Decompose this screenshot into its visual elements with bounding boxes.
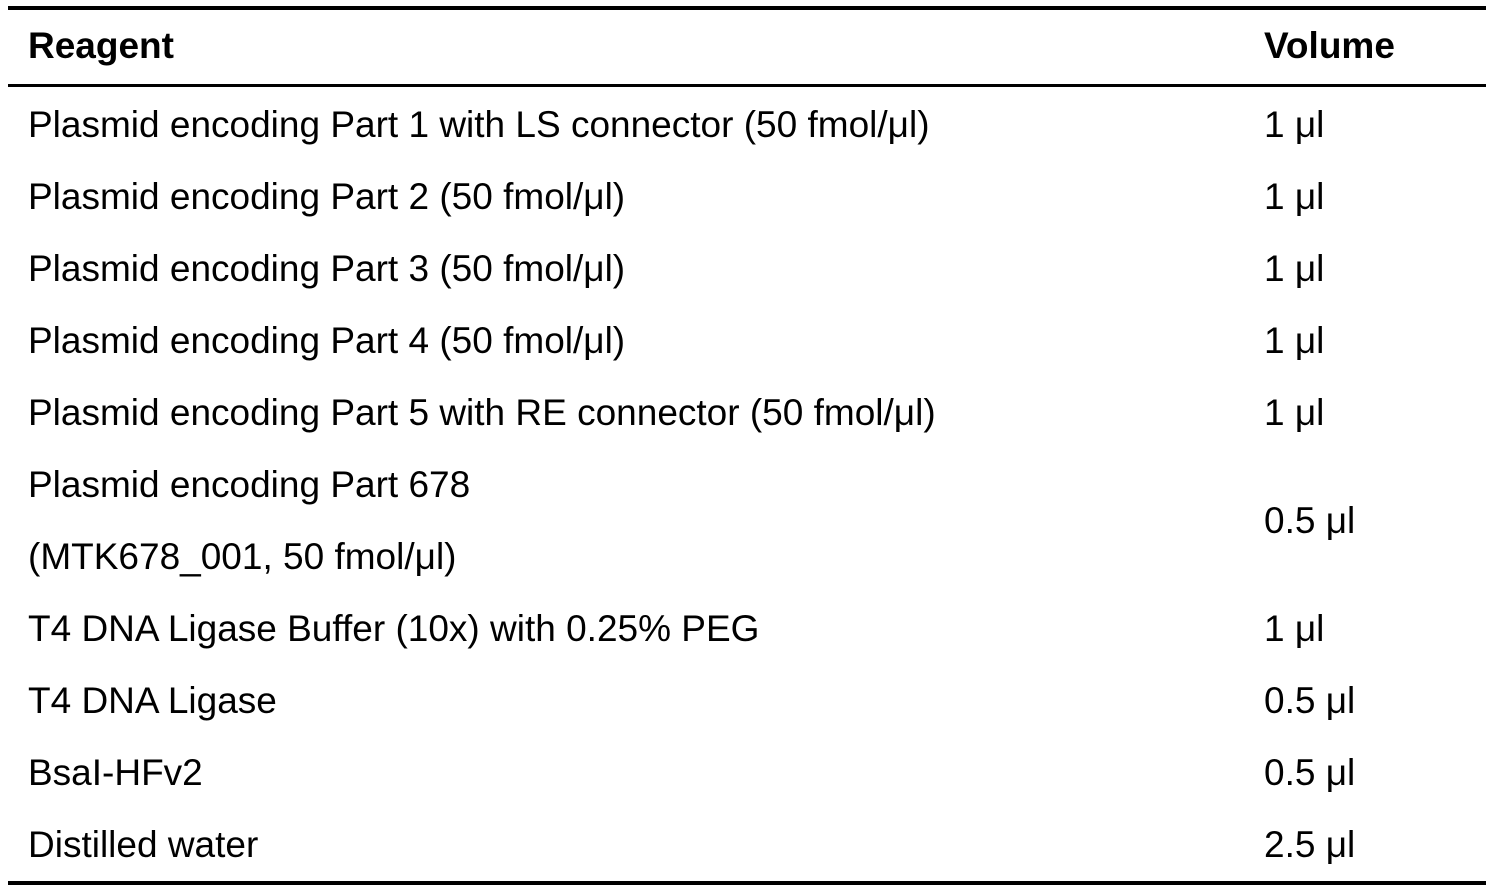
reagent-cell: Plasmid encoding Part 2 (50 fmol/μl) [28, 176, 626, 217]
volume-cell: 0.5 μl [1264, 752, 1356, 793]
volume-cell: 1 μl [1264, 248, 1325, 289]
volume-cell: 1 μl [1264, 320, 1325, 361]
reagent-table: Reagent Volume Plasmid encoding Part 1 w… [8, 6, 1486, 885]
reagent-cell: Plasmid encoding Part 1 with LS connecto… [28, 104, 930, 145]
volume-cell: 0.5 μl [1264, 500, 1356, 541]
reagent-cell: Distilled water [28, 824, 259, 865]
volume-cell: 1 μl [1264, 176, 1325, 217]
table-header-row: Reagent Volume [8, 8, 1486, 86]
reagent-cell: Plasmid encoding Part 678 (MTK678_001, 5… [8, 449, 1244, 593]
column-header-reagent: Reagent [28, 24, 174, 66]
reagent-cell: Plasmid encoding Part 5 with RE connecto… [28, 392, 936, 433]
volume-cell: 0.5 μl [1264, 680, 1356, 721]
reagent-table-container: Reagent Volume Plasmid encoding Part 1 w… [8, 6, 1486, 885]
table-row: Plasmid encoding Part 5 with RE connecto… [8, 377, 1486, 449]
table-row: BsaI-HFv2 0.5 μl [8, 737, 1486, 809]
table-row: Plasmid encoding Part 1 with LS connecto… [8, 86, 1486, 162]
table-row: Plasmid encoding Part 2 (50 fmol/μl) 1 μ… [8, 161, 1486, 233]
volume-cell: 2.5 μl [1264, 824, 1356, 865]
table-row: Distilled water 2.5 μl [8, 809, 1486, 883]
volume-cell: 1 μl [1264, 392, 1325, 433]
volume-cell: 1 μl [1264, 608, 1325, 649]
table-row: T4 DNA Ligase Buffer (10x) with 0.25% PE… [8, 593, 1486, 665]
table-row: Plasmid encoding Part 4 (50 fmol/μl) 1 μ… [8, 305, 1486, 377]
table-row: Plasmid encoding Part 678 (MTK678_001, 5… [8, 449, 1486, 593]
table-row: T4 DNA Ligase 0.5 μl [8, 665, 1486, 737]
reagent-cell: T4 DNA Ligase [28, 680, 277, 721]
table-row: Plasmid encoding Part 3 (50 fmol/μl) 1 μ… [8, 233, 1486, 305]
reagent-cell: T4 DNA Ligase Buffer (10x) with 0.25% PE… [28, 608, 760, 649]
reagent-cell: Plasmid encoding Part 4 (50 fmol/μl) [28, 320, 626, 361]
reagent-cell-line: Plasmid encoding Part 678 [28, 464, 471, 505]
volume-cell: 1 μl [1264, 104, 1325, 145]
column-header-volume: Volume [1264, 24, 1395, 66]
reagent-cell: Plasmid encoding Part 3 (50 fmol/μl) [28, 248, 626, 289]
reagent-cell-line: (MTK678_001, 50 fmol/μl) [28, 536, 457, 577]
reagent-cell: BsaI-HFv2 [28, 752, 203, 793]
